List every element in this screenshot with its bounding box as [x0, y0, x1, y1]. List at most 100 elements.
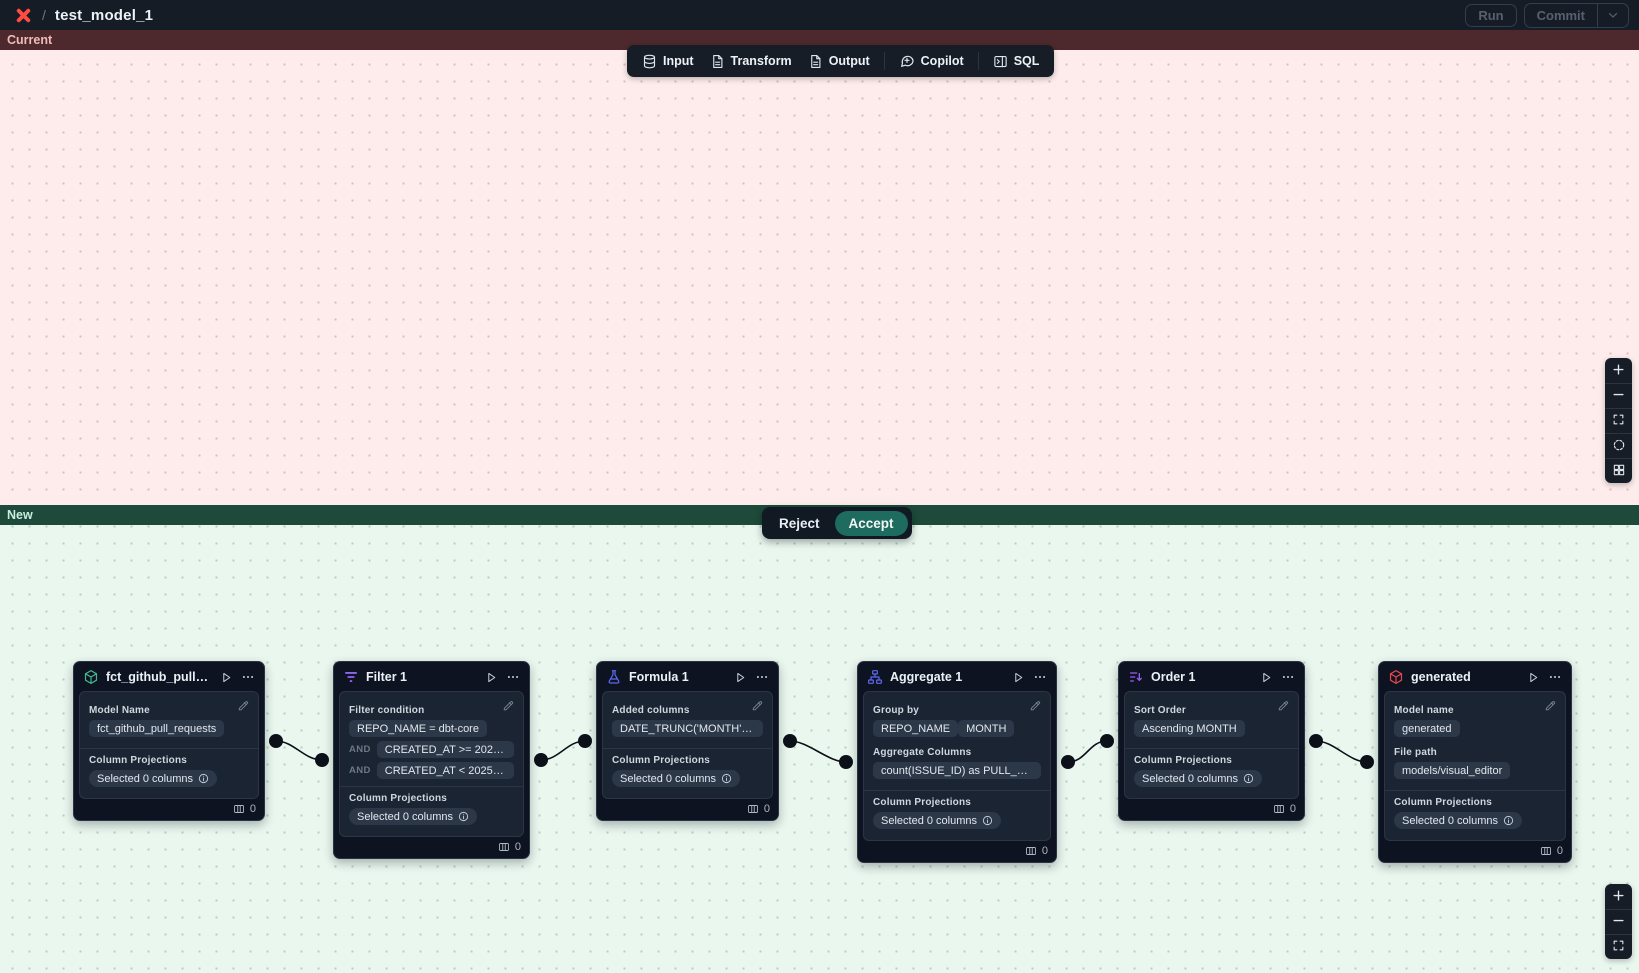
section-divider — [340, 786, 523, 787]
field-label: Column Projections — [1394, 797, 1556, 808]
run-node-icon[interactable] — [485, 671, 498, 684]
value-chip[interactable]: Ascending MONTH — [1134, 720, 1245, 737]
commit-split-button[interactable]: Commit — [1524, 3, 1629, 28]
current-canvas-controls — [1605, 358, 1632, 483]
top-bar: / test_model_1 Run Commit — [0, 0, 1639, 30]
value-chip[interactable]: MONTH — [958, 720, 1014, 737]
node-filter-1[interactable]: Filter 1 Filter conditionREPO_NAME = dbt… — [333, 661, 530, 859]
and-label: AND — [349, 765, 371, 776]
filter-icon — [343, 669, 359, 685]
field-label: Column Projections — [873, 797, 1041, 808]
condition-row: AND CREATED_AT < 2025-03-01 — [349, 762, 514, 779]
node-body: Filter conditionREPO_NAME = dbt-coreAND C… — [339, 691, 524, 837]
zoom-out-button[interactable] — [1605, 383, 1632, 408]
node-toolbar: Input Transform Output Copilot SQL — [627, 45, 1054, 77]
column-count: 0 — [1290, 803, 1296, 815]
accept-button[interactable]: Accept — [835, 511, 908, 536]
edit-icon[interactable] — [1029, 699, 1042, 712]
info-icon — [458, 811, 469, 822]
run-node-icon[interactable] — [220, 671, 233, 684]
aggregate-icon — [867, 669, 883, 685]
column-count: 0 — [1042, 845, 1048, 857]
value-chip[interactable]: generated — [1394, 720, 1460, 737]
column-count: 0 — [515, 841, 521, 853]
columns-icon — [233, 803, 245, 815]
node-aggregate-1[interactable]: Aggregate 1 Group byREPO_NAMEMONTHAggreg… — [857, 661, 1057, 863]
column-projections-chip[interactable]: Selected 0 columns — [612, 770, 740, 787]
node-order-1[interactable]: Order 1 Sort OrderAscending MONTHColumn … — [1118, 661, 1305, 821]
new-canvas[interactable]: fct_github_pull_requests Model Namefct_g… — [0, 525, 1639, 973]
node-menu-icon[interactable] — [1548, 670, 1562, 684]
column-count: 0 — [764, 803, 770, 815]
tile-view-button[interactable] — [1605, 458, 1632, 483]
value-chip[interactable]: CREATED_AT < 2025-03-01 — [377, 762, 514, 779]
toolbar-copilot-button[interactable]: Copilot — [897, 53, 966, 69]
zoom-out-button[interactable] — [1605, 909, 1632, 934]
node-title: Order 1 — [1151, 670, 1253, 684]
model-icon — [83, 669, 99, 685]
node-header[interactable]: Filter 1 — [334, 662, 529, 691]
node-fct_github_pull_requests[interactable]: fct_github_pull_requests Model Namefct_g… — [73, 661, 265, 821]
fit-view-button[interactable] — [1605, 408, 1632, 433]
fit-view-button[interactable] — [1605, 934, 1632, 959]
diff-decision-bar: Reject Accept — [762, 507, 912, 539]
edit-icon[interactable] — [751, 699, 764, 712]
toggle-interactivity-button[interactable] — [1605, 433, 1632, 458]
node-header[interactable]: Formula 1 — [597, 662, 778, 691]
value-chip[interactable]: REPO_NAME = dbt-core — [349, 720, 487, 737]
value-chip[interactable]: DATE_TRUNC('MONTH', CREATED_AT… — [612, 720, 763, 737]
field-label: Filter condition — [349, 705, 514, 716]
zoom-in-button[interactable] — [1605, 358, 1632, 383]
document-icon — [710, 54, 725, 69]
edit-icon[interactable] — [237, 699, 250, 712]
zoom-in-button[interactable] — [1605, 884, 1632, 909]
value-chip[interactable]: count(ISSUE_ID) as PULL_REQUEST_… — [873, 762, 1041, 779]
column-projections-chip[interactable]: Selected 0 columns — [89, 770, 217, 787]
column-projections-chip[interactable]: Selected 0 columns — [1134, 770, 1262, 787]
run-node-icon[interactable] — [1260, 671, 1273, 684]
node-header[interactable]: Aggregate 1 — [858, 662, 1056, 691]
edit-icon[interactable] — [1277, 699, 1290, 712]
value-chip[interactable]: CREATED_AT >= 2024-12-01 — [377, 741, 514, 758]
field-label: Column Projections — [349, 793, 514, 804]
node-menu-icon[interactable] — [1033, 670, 1047, 684]
toolbar-transform-button[interactable]: Transform — [708, 54, 794, 69]
run-node-icon[interactable] — [1527, 671, 1540, 684]
copilot-icon — [899, 53, 915, 69]
field-label: Column Projections — [89, 755, 249, 766]
node-menu-icon[interactable] — [241, 670, 255, 684]
column-projections-chip[interactable]: Selected 0 columns — [1394, 812, 1522, 829]
value-chip[interactable]: REPO_NAME — [873, 720, 958, 737]
current-canvas[interactable] — [0, 50, 1639, 505]
and-label: AND — [349, 744, 371, 755]
column-projections-chip[interactable]: Selected 0 columns — [349, 808, 477, 825]
column-projections-chip[interactable]: Selected 0 columns — [873, 812, 1001, 829]
toolbar-output-button[interactable]: Output — [806, 54, 872, 69]
edit-icon[interactable] — [502, 699, 515, 712]
node-header[interactable]: fct_github_pull_requests — [74, 662, 264, 691]
node-menu-icon[interactable] — [1281, 670, 1295, 684]
section-divider — [1385, 790, 1565, 791]
node-body: Model namegeneratedFile pathmodels/visua… — [1384, 691, 1566, 841]
document-icon — [808, 54, 823, 69]
run-button[interactable]: Run — [1465, 4, 1516, 27]
node-body: Added columnsDATE_TRUNC('MONTH', CREATED… — [602, 691, 773, 799]
node-menu-icon[interactable] — [755, 670, 769, 684]
chevron-down-icon[interactable] — [1598, 4, 1628, 27]
new-canvas-controls — [1605, 884, 1632, 959]
node-header[interactable]: Order 1 — [1119, 662, 1304, 691]
commit-button[interactable]: Commit — [1525, 4, 1597, 27]
run-node-icon[interactable] — [734, 671, 747, 684]
node-generated[interactable]: generated Model namegeneratedFile pathmo… — [1378, 661, 1572, 863]
edit-icon[interactable] — [1544, 699, 1557, 712]
value-chip[interactable]: models/visual_editor — [1394, 762, 1510, 779]
node-formula-1[interactable]: Formula 1 Added columnsDATE_TRUNC('MONTH… — [596, 661, 779, 821]
value-chip[interactable]: fct_github_pull_requests — [89, 720, 224, 737]
node-header[interactable]: generated — [1379, 662, 1571, 691]
node-menu-icon[interactable] — [506, 670, 520, 684]
run-node-icon[interactable] — [1012, 671, 1025, 684]
reject-button[interactable]: Reject — [766, 510, 833, 536]
toolbar-sql-button[interactable]: SQL — [991, 54, 1042, 69]
toolbar-input-button[interactable]: Input — [640, 54, 696, 69]
tiles-icon — [1612, 463, 1626, 480]
